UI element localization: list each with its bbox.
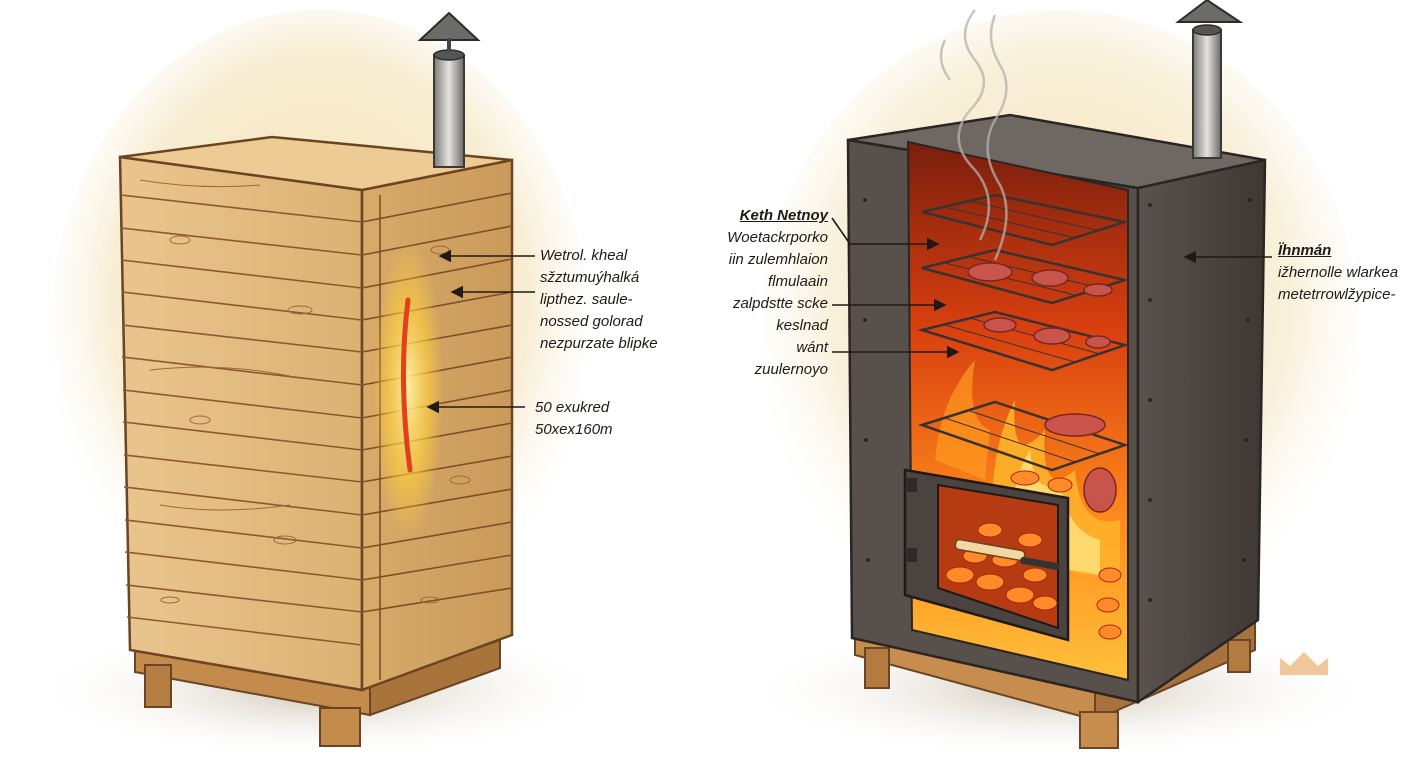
heat-glow: [373, 240, 443, 540]
crown-icon: [1280, 652, 1328, 675]
meat-pieces: [967, 262, 1117, 513]
smoke: [939, 9, 1008, 261]
metal-label-left: Keth Netnoy Woetackrporko iin zulemhlaio…: [727, 207, 828, 378]
firebox-door: [903, 468, 1122, 642]
coals: [945, 470, 1122, 640]
heat-seam: [400, 297, 413, 473]
wood-grain: [139, 179, 471, 604]
metal-smoker: [846, 0, 1267, 749]
wooden-label-2: 50 exukred 50xex160m: [535, 399, 613, 438]
wooden-top: [119, 135, 513, 192]
wooden-front-panel: [118, 155, 364, 692]
metal-label-right: Ïhnmán ižhernolle wlarkea metetrrowlžypi…: [1278, 242, 1399, 303]
chimney-icon: [417, 11, 481, 168]
wooden-label-1: Wetrol. kheal sžztumuýhalká lipthez. sau…: [540, 247, 658, 352]
front-planks: [120, 194, 363, 646]
rivets: [863, 198, 1252, 602]
metal-side-panel: [1136, 158, 1267, 705]
chimney-icon: [1175, 0, 1244, 159]
right-leaders: [831, 217, 1272, 359]
wooden-base: [134, 638, 501, 747]
left-leaders: [426, 249, 535, 414]
